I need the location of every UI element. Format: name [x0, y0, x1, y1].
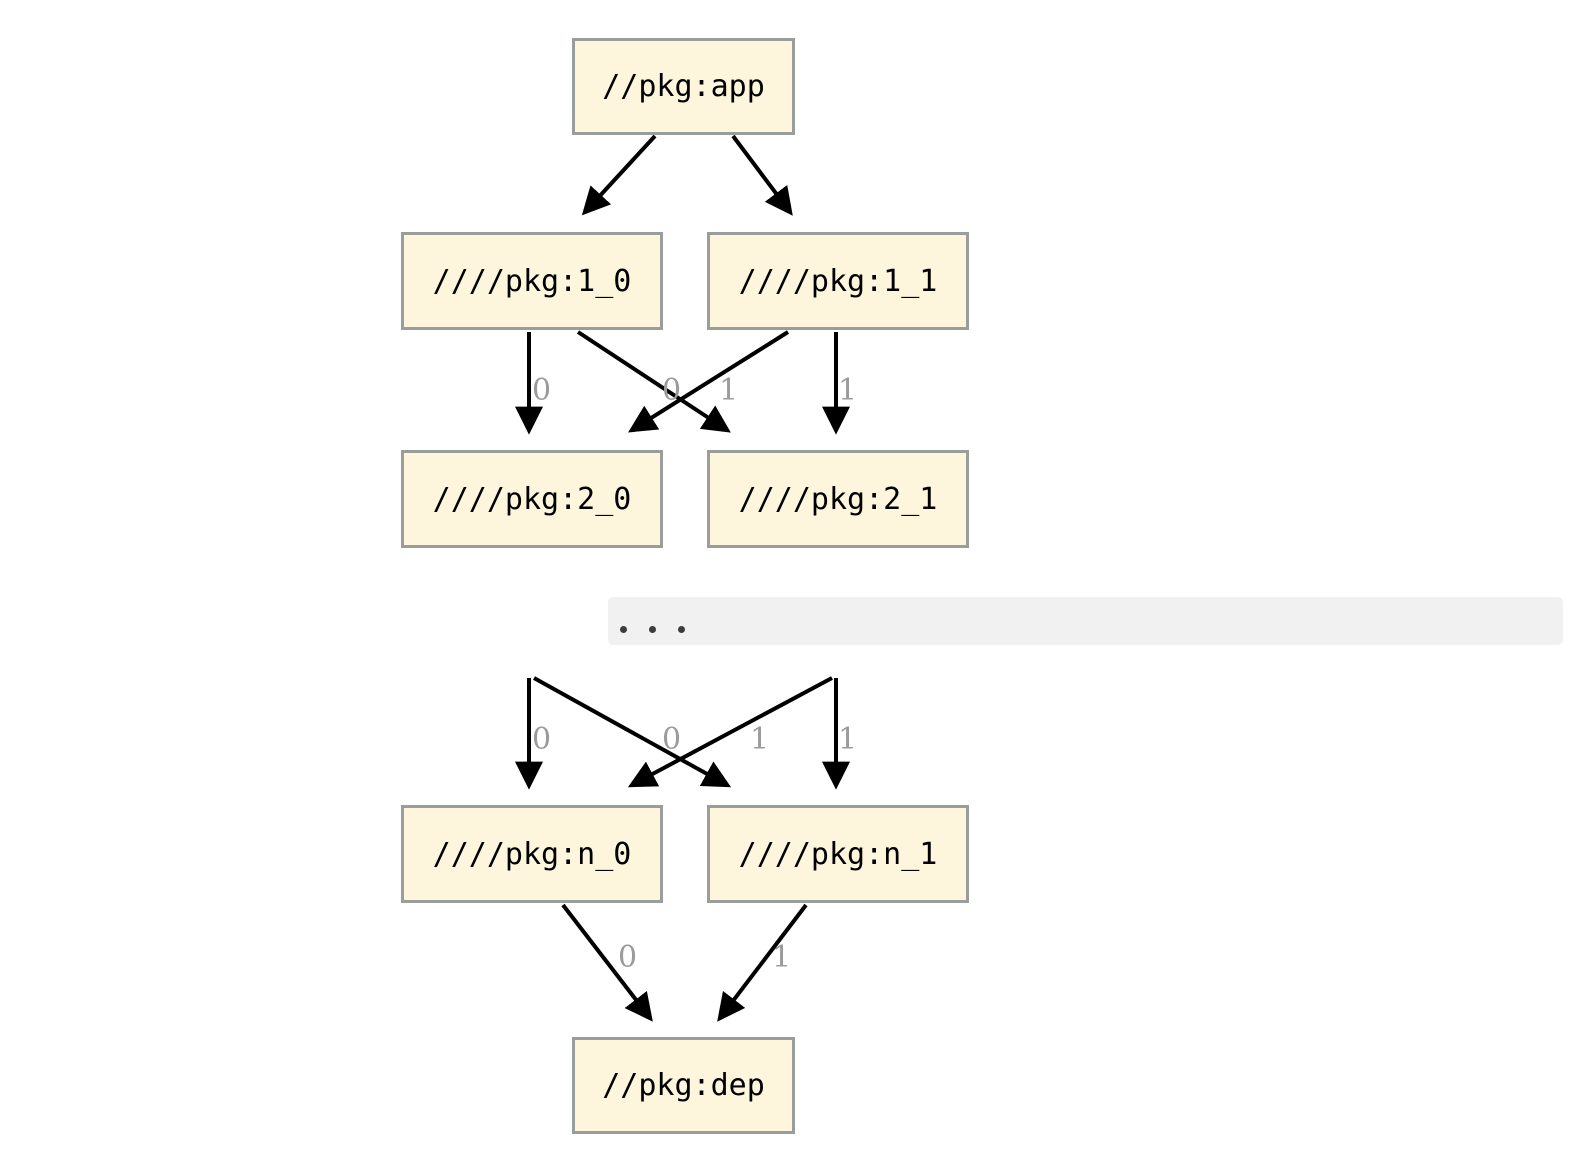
node-pkg-2_1[interactable]: ////pkg:2_1	[707, 450, 969, 548]
ellipsis-dot	[678, 626, 685, 633]
edge-1_1-to-2_0	[628, 330, 790, 433]
edge-label-1_1-2_0: 1	[719, 373, 739, 408]
edge-label-1_0-2_1: 0	[662, 373, 682, 408]
node-app[interactable]: //pkg:app	[572, 38, 795, 135]
node-label: //pkg:app	[602, 69, 765, 104]
node-label: ////pkg:n_1	[738, 836, 938, 872]
edge-above-to-n_1-cross	[533, 676, 732, 788]
node-dep[interactable]: //pkg:dep	[572, 1037, 795, 1134]
edge-1_0-to-2_1	[576, 330, 731, 433]
edge-label-above-n_1-straight: 1	[838, 722, 858, 757]
edge-app-to-1_1	[731, 134, 793, 216]
node-pkg-n_0[interactable]: ////pkg:n_0	[401, 805, 663, 903]
node-label: ////pkg:2_0	[432, 481, 632, 517]
edge-n_1-to-dep	[717, 903, 808, 1022]
node-label: ////pkg:n_0	[432, 836, 632, 872]
edge-label-above-n_0-straight: 0	[532, 722, 552, 757]
node-pkg-1_1[interactable]: ////pkg:1_1	[707, 232, 969, 330]
node-pkg-2_0[interactable]: ////pkg:2_0	[401, 450, 663, 548]
truncation-band	[608, 597, 1563, 645]
truncation-ellipsis-icon	[620, 626, 685, 633]
node-pkg-n_1[interactable]: ////pkg:n_1	[707, 805, 969, 903]
edge-label-above-n_0-cross: 1	[750, 722, 770, 757]
edge-label-1_0-2_0: 0	[532, 373, 552, 408]
node-label: ////pkg:1_0	[432, 263, 632, 299]
edge-label-n_0-dep: 0	[618, 940, 638, 975]
ellipsis-dot	[649, 626, 656, 633]
ellipsis-dot	[620, 626, 627, 633]
edge-label-1_1-2_1: 1	[838, 373, 858, 408]
node-label: ////pkg:2_1	[738, 481, 938, 517]
edge-label-n_1-dep: 1	[772, 940, 792, 975]
node-pkg-1_0[interactable]: ////pkg:1_0	[401, 232, 663, 330]
node-label: //pkg:dep	[602, 1068, 765, 1103]
edge-app-to-1_0	[581, 134, 657, 216]
node-label: ////pkg:1_1	[738, 263, 938, 299]
edge-label-above-n_1-cross: 0	[662, 722, 682, 757]
